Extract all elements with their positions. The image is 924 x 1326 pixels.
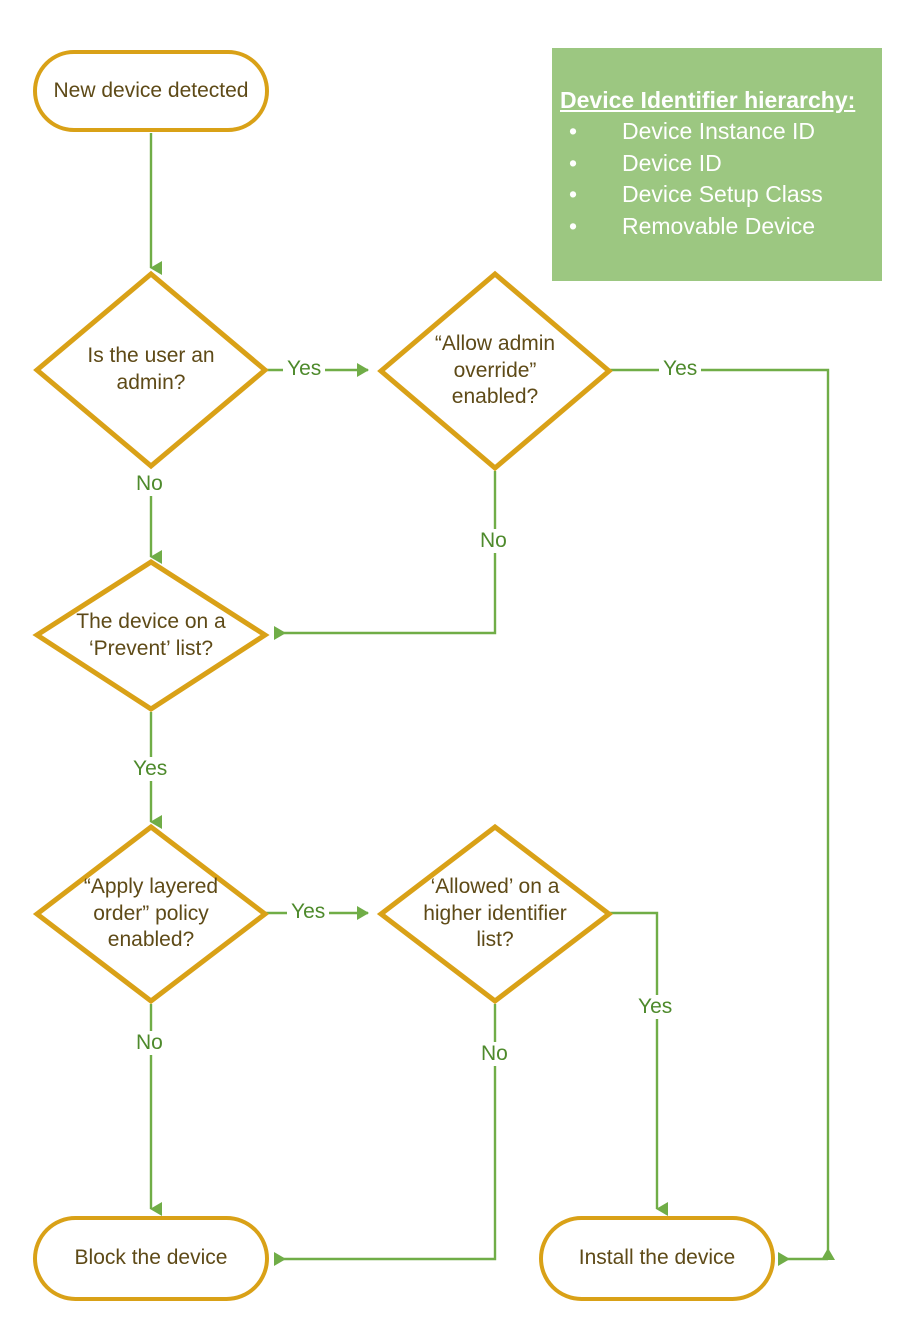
list-item: • Device Setup Class [560, 179, 882, 211]
node-prevent-list[interactable]: The device on a ‘Prevent’ list? [32, 558, 270, 713]
node-block-device-label: Block the device [74, 1246, 228, 1270]
node-layered-order-label: “Apply layered order” policy enabled? [83, 874, 219, 952]
list-item-label: Device ID [622, 149, 722, 176]
node-prevent-list-label: The device on a ‘Prevent’ list? [76, 609, 226, 660]
admin-override-diamond-shape [377, 270, 613, 472]
edge-label-layered-order-no: No [132, 1031, 167, 1055]
node-higher-identifier-label: ‘Allowed’ on a higher identifier list? [423, 874, 567, 952]
node-layered-order[interactable]: “Apply layered order” policy enabled? [32, 823, 270, 1005]
bullet-glyph: • [569, 149, 578, 176]
higher-identifier-diamond-shape [376, 823, 614, 1005]
node-install-device[interactable]: Install the device [539, 1216, 775, 1301]
bullet-glyph: • [569, 213, 578, 240]
edge-label-layered-order-yes: Yes [287, 900, 330, 924]
edge-higher-identifier-no [274, 1004, 497, 1266]
edge-label-prevent-list-yes: Yes [129, 757, 172, 781]
bullet-glyph: • [569, 181, 578, 208]
node-is-admin[interactable]: Is the user an admin? [33, 270, 269, 470]
list-item-label: Device Instance ID [622, 117, 816, 144]
edge-label-higher-identifier-yes: Yes [634, 995, 677, 1019]
bullet-glyph: • [569, 117, 578, 144]
list-item-label: Removable Device [622, 213, 816, 240]
node-admin-override[interactable]: “Allow admin override” enabled? [377, 270, 613, 472]
node-higher-identifier[interactable]: ‘Allowed’ on a higher identifier list? [376, 823, 614, 1005]
edge-higher-identifier-yes [609, 911, 668, 1216]
list-item: • Device ID [560, 148, 882, 180]
node-install-device-label: Install the device [578, 1246, 736, 1270]
edge-label-is-admin-yes: Yes [283, 357, 326, 381]
node-is-admin-label: Is the user an admin? [87, 344, 215, 394]
edge-label-is-admin-no: No [132, 472, 167, 496]
edge-label-admin-override-yes: Yes [659, 357, 702, 381]
is-admin-diamond-shape [33, 270, 269, 470]
node-start-label: New device detected [53, 78, 249, 102]
edge-admin-override-no [274, 471, 497, 640]
list-item: • Device Instance ID [560, 116, 882, 148]
node-block-device[interactable]: Block the device [33, 1216, 269, 1301]
layered-order-diamond-shape [32, 823, 270, 1005]
prevent-list-diamond-shape [32, 559, 270, 712]
callout-title: Device Identifier hierarchy: [560, 87, 856, 113]
callout-bullet-list: • Device Instance ID • Device ID • Devic… [560, 116, 882, 243]
list-item: • Removable Device [560, 211, 882, 243]
node-admin-override-label: “Allow admin override” enabled? [434, 331, 556, 409]
edge-label-admin-override-no: No [476, 529, 511, 553]
edge-label-higher-identifier-no: No [477, 1042, 512, 1066]
node-start[interactable]: New device detected [33, 50, 269, 132]
list-item-label: Device Setup Class [622, 181, 823, 208]
device-identifier-hierarchy-callout: Device Identifier hierarchy: • Device In… [552, 48, 882, 281]
edge-admin-override-yes [609, 368, 835, 1260]
